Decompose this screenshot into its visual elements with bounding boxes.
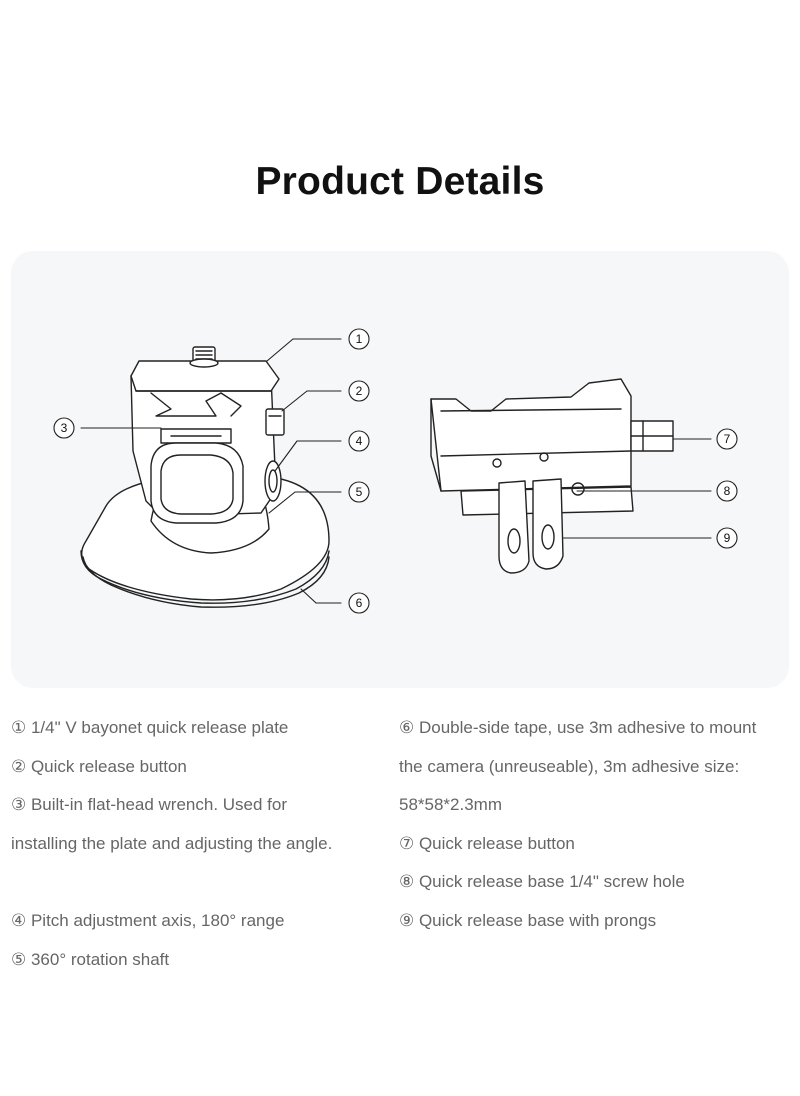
- left-mount-illustration: [80, 346, 330, 608]
- description-line: ⑦ Quick release button: [399, 834, 575, 853]
- right-mount-illustration: [430, 378, 674, 574]
- description-line: the camera (unreuseable), 3m adhesive si…: [399, 757, 740, 776]
- callout-number: 8: [724, 484, 731, 498]
- callout-lines: [80, 338, 712, 604]
- description-line: ② Quick release button: [11, 757, 187, 776]
- callout-number: 4: [356, 434, 363, 448]
- callout-number: 3: [61, 421, 68, 435]
- description-line: 58*58*2.3mm: [399, 795, 503, 814]
- callout-number: 9: [724, 531, 731, 545]
- callout-number: 5: [356, 485, 363, 499]
- callout-number: 7: [724, 432, 731, 446]
- callout-number: 1: [356, 332, 363, 346]
- callout-circles: [53, 328, 738, 614]
- callout-number: 6: [356, 596, 363, 610]
- description-line: ⑥ Double-side tape, use 3m adhesive to m…: [399, 718, 757, 737]
- description-line: ⑧ Quick release base 1/4" screw hole: [399, 872, 685, 891]
- callout-number: 2: [356, 384, 363, 398]
- description-line: ③ Built-in flat-head wrench. Used for: [11, 795, 288, 814]
- description-line: ⑨ Quick release base with prongs: [399, 911, 657, 930]
- description-line: ⑤ 360° rotation shaft: [11, 950, 170, 969]
- description-line: installing the plate and adjusting the a…: [11, 834, 333, 853]
- product-diagram-panel: 1 2 3 4 5 6 7 8 9: [11, 251, 789, 688]
- description-line: ① 1/4" V bayonet quick release plate: [11, 718, 289, 737]
- product-diagram: 1 2 3 4 5 6 7 8 9: [53, 328, 738, 614]
- description-line: ④ Pitch adjustment axis, 180° range: [11, 911, 285, 930]
- page-title: Product Details: [255, 160, 545, 203]
